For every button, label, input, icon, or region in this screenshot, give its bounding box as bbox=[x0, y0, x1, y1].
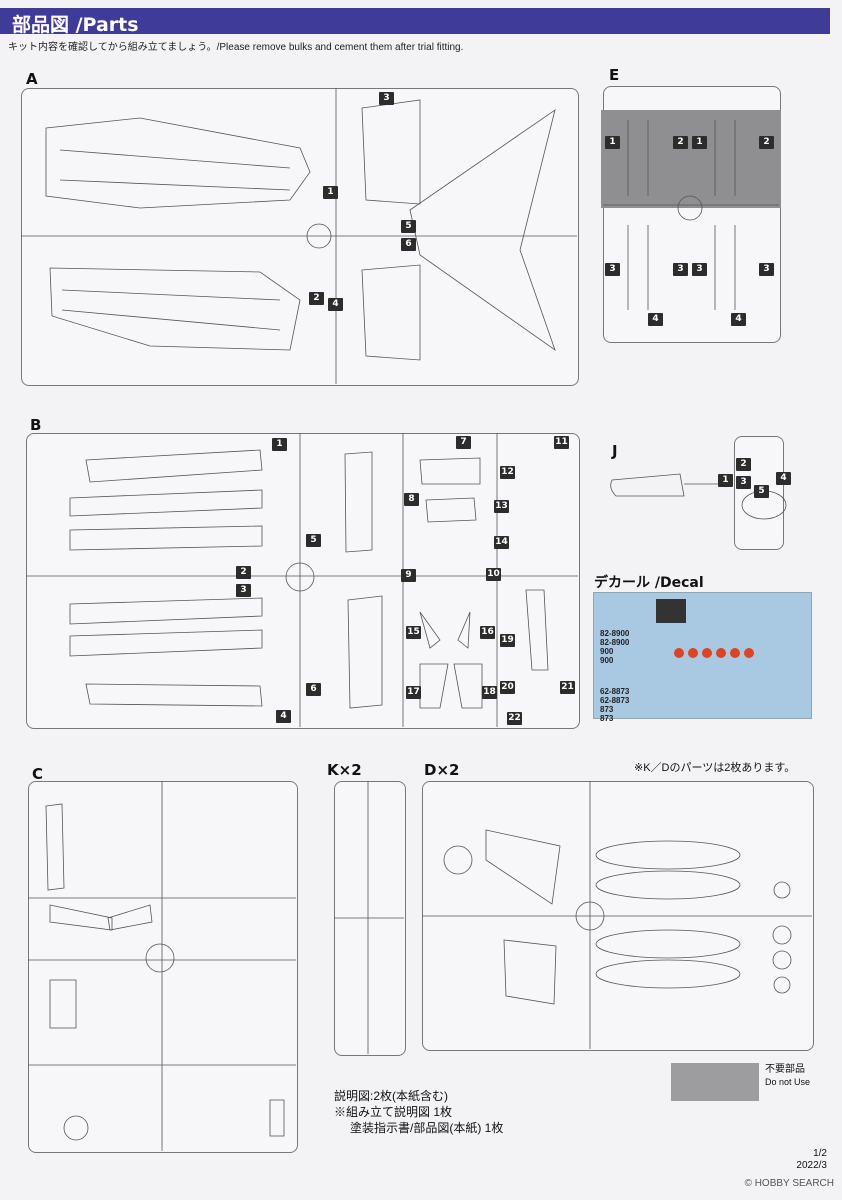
sprue-e-label: E bbox=[609, 66, 620, 84]
part-tag-j2: 2 bbox=[736, 458, 751, 471]
sprue-d-frame bbox=[422, 781, 814, 1051]
part-tag-b11: 11 bbox=[554, 436, 569, 449]
part-tag-e1: 1 bbox=[605, 136, 620, 149]
page-footer: 1/2 2022/3 bbox=[796, 1148, 827, 1171]
decal-sheet: 82-8900 82-8900 900 900 62-8873 62-8873 … bbox=[593, 592, 812, 723]
sprue-d-label: D×2 bbox=[424, 761, 460, 779]
part-tag-a2: 2 bbox=[309, 292, 324, 305]
part-tag-a1: 1 bbox=[323, 186, 338, 199]
part-tag-b12: 12 bbox=[500, 466, 515, 479]
sprue-a-frame bbox=[21, 88, 579, 386]
part-tag-b2: 2 bbox=[236, 566, 251, 579]
decal-title: デカール /Decal bbox=[594, 575, 704, 591]
part-tag-a4: 4 bbox=[328, 298, 343, 311]
part-tag-b3: 3 bbox=[236, 584, 251, 597]
part-tag-b16: 16 bbox=[480, 626, 495, 639]
part-tag-e4b: 4 bbox=[731, 313, 746, 326]
part-tag-a6: 6 bbox=[401, 238, 416, 251]
part-tag-b15: 15 bbox=[406, 626, 421, 639]
part-tag-j3: 3 bbox=[736, 476, 751, 489]
manual-info: 説明図:2枚(本紙含む) ※組み立て説明図 1枚 塗装指示書/部品図(本紙) 1… bbox=[334, 1089, 504, 1135]
part-tag-b8: 8 bbox=[404, 493, 419, 506]
part-tag-j4: 4 bbox=[776, 472, 791, 485]
sprue-c-frame bbox=[28, 781, 298, 1153]
part-tag-a5: 5 bbox=[401, 220, 416, 233]
kd-note: ※K／Dのパーツは2枚あります。 bbox=[634, 762, 796, 774]
sprue-k-label: K×2 bbox=[327, 761, 362, 779]
part-tag-e2b: 2 bbox=[759, 136, 774, 149]
part-tag-b22: 22 bbox=[507, 712, 522, 725]
part-tag-b1: 1 bbox=[272, 438, 287, 451]
part-tag-b13: 13 bbox=[494, 500, 509, 513]
part-tag-e1b: 1 bbox=[692, 136, 707, 149]
part-tag-b20: 20 bbox=[500, 681, 515, 694]
header-bar: 部品図 /Parts bbox=[0, 8, 830, 36]
part-tag-b6: 6 bbox=[306, 683, 321, 696]
decal-cockpit-panel bbox=[656, 599, 686, 623]
part-tag-b9: 9 bbox=[401, 569, 416, 582]
decal-serials: 82-8900 82-8900 900 900 62-8873 62-8873 … bbox=[600, 629, 630, 723]
sprue-k-frame bbox=[334, 781, 406, 1056]
part-tag-j5: 5 bbox=[754, 485, 769, 498]
part-tag-b21: 21 bbox=[560, 681, 575, 694]
instruction-text: キット内容を確認してから組み立てましょう。/Please remove bulk… bbox=[8, 42, 464, 53]
decal-hinomaru-row bbox=[674, 645, 754, 663]
sprue-j-label: J bbox=[612, 442, 618, 460]
page-title: 部品図 /Parts bbox=[12, 14, 139, 36]
part-tag-e3d: 3 bbox=[759, 263, 774, 276]
part-tag-e2: 2 bbox=[673, 136, 688, 149]
sprue-c-label: C bbox=[32, 765, 44, 783]
part-tag-e3: 3 bbox=[605, 263, 620, 276]
watermark: © HOBBY SEARCH bbox=[744, 1178, 834, 1189]
part-tag-b7: 7 bbox=[456, 436, 471, 449]
part-tag-b18: 18 bbox=[482, 686, 497, 699]
part-tag-b17: 17 bbox=[406, 686, 421, 699]
unused-area-e bbox=[601, 110, 781, 208]
part-tag-e3b: 3 bbox=[673, 263, 688, 276]
part-tag-e4: 4 bbox=[648, 313, 663, 326]
part-tag-e3c: 3 bbox=[692, 263, 707, 276]
unused-legend-swatch bbox=[671, 1063, 759, 1101]
part-tag-b19: 19 bbox=[500, 634, 515, 647]
part-tag-b4: 4 bbox=[276, 710, 291, 723]
part-tag-b5: 5 bbox=[306, 534, 321, 547]
part-tag-b14: 14 bbox=[494, 536, 509, 549]
unused-legend-label: 不要部品 Do not Use bbox=[765, 1064, 811, 1087]
sprue-a-label: A bbox=[26, 70, 38, 88]
sprue-b-label: B bbox=[30, 416, 42, 434]
part-tag-b10: 10 bbox=[486, 568, 501, 581]
part-tag-j1: 1 bbox=[718, 474, 733, 487]
part-tag-a3: 3 bbox=[379, 92, 394, 105]
sprue-b-frame bbox=[26, 433, 580, 729]
